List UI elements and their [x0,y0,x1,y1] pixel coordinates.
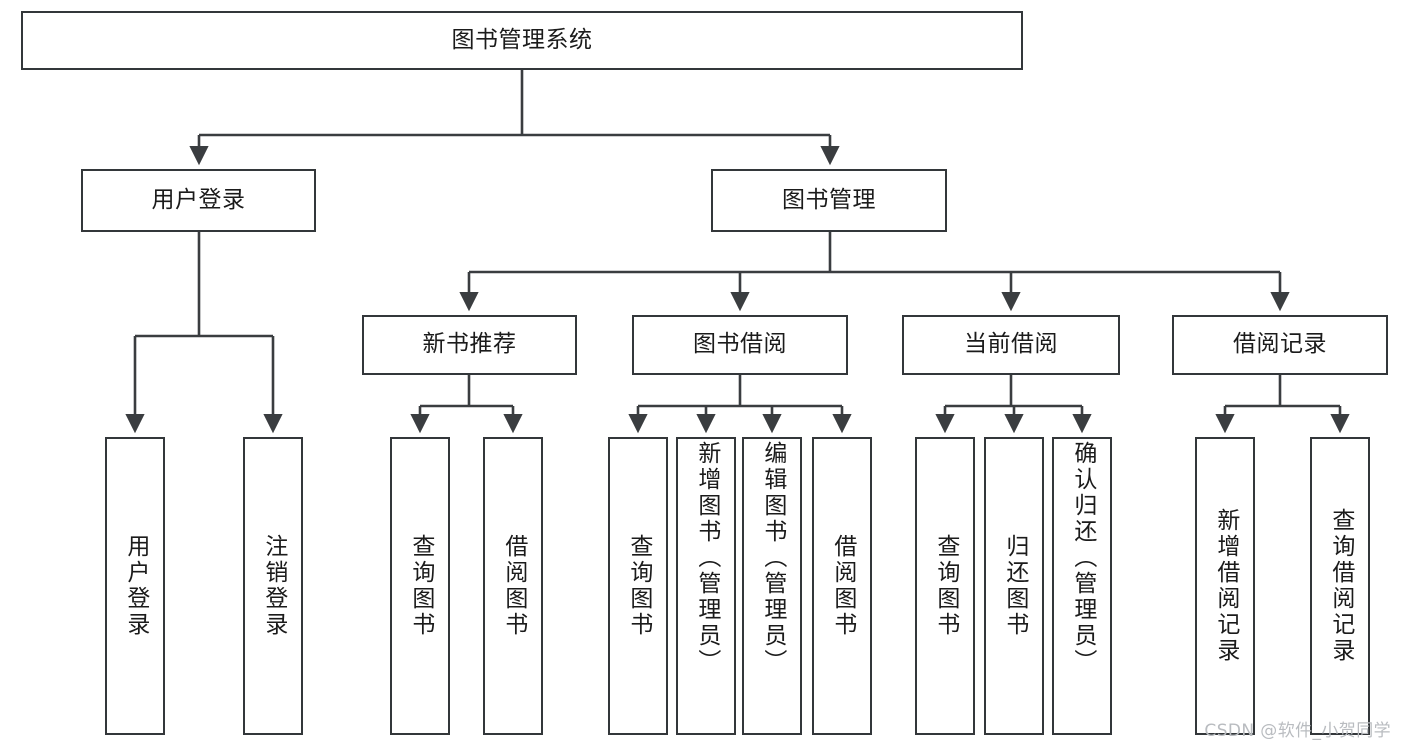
leaf-current-return-book[interactable]: 归还图书 [984,437,1044,735]
leaf-borrow-add-book-admin[interactable]: 新增图书（管理员） [676,437,736,735]
node-label: 查询图书 [625,534,652,638]
node-label: 查询图书 [932,534,959,638]
leaf-record-add-borrow-record[interactable]: 新增借阅记录 [1195,437,1255,735]
node-label: 图书管理 [782,186,876,213]
leaf-current-query-book[interactable]: 查询图书 [915,437,975,735]
leaf-borrow-edit-book-admin[interactable]: 编辑图书（管理员） [742,437,802,735]
node-label: 新增借阅记录 [1212,508,1239,664]
node-book-management[interactable]: 图书管理 [711,169,947,232]
leaf-borrow-borrow-book[interactable]: 借阅图书 [812,437,872,735]
watermark: CSDN @软件_小贺同学 [1204,721,1391,741]
node-label: 新书推荐 [422,331,517,358]
node-label: 用户登录 [122,534,149,638]
leaf-recommend-query-book[interactable]: 查询图书 [390,437,450,735]
node-label: 用户登录 [151,186,246,213]
node-label: 图书管理系统 [451,26,593,53]
node-label: 当前借阅 [964,331,1058,358]
node-new-book-recommend[interactable]: 新书推荐 [362,315,577,375]
leaf-current-confirm-return-admin[interactable]: 确认归还（管理员） [1052,437,1112,735]
leaf-borrow-query-book[interactable]: 查询图书 [608,437,668,735]
node-label: 归还图书 [1001,534,1028,638]
node-label: 借阅图书 [500,534,527,638]
node-current-borrow[interactable]: 当前借阅 [902,315,1120,375]
node-root-book-management-system[interactable]: 图书管理系统 [21,11,1023,70]
leaf-recommend-borrow-book[interactable]: 借阅图书 [483,437,543,735]
node-label: 查询图书 [407,534,434,638]
node-label: 借阅记录 [1233,331,1327,358]
node-book-borrow[interactable]: 图书借阅 [632,315,848,375]
node-label: 注销登录 [260,534,287,638]
leaf-record-query-borrow-record[interactable]: 查询借阅记录 [1310,437,1370,735]
node-user-login[interactable]: 用户登录 [81,169,316,232]
node-label: 借阅图书 [829,534,856,638]
node-borrow-record[interactable]: 借阅记录 [1172,315,1388,375]
leaf-user-login[interactable]: 用户登录 [105,437,165,735]
node-label: 查询借阅记录 [1327,508,1354,664]
leaf-user-logout[interactable]: 注销登录 [243,437,303,735]
node-label: 新增图书（管理员） [693,441,720,675]
node-label: 确认归还（管理员） [1069,441,1096,675]
node-label: 编辑图书（管理员） [759,441,786,675]
node-label: 图书借阅 [693,331,787,358]
